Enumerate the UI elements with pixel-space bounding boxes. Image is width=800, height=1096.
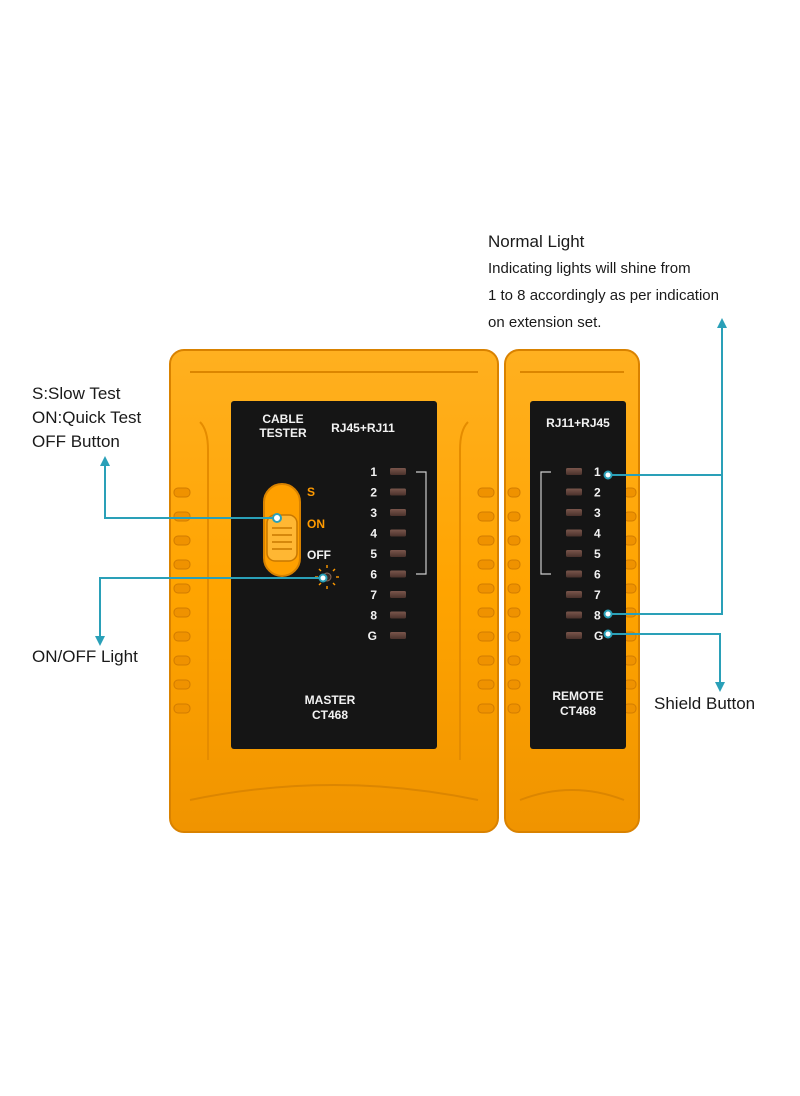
- led-label: 7: [370, 588, 377, 602]
- normal-light-line2: 1 to 8 accordingly as per indication: [488, 287, 719, 304]
- master-led-column: 1 2 3 4 5 6 7 8G: [368, 465, 406, 643]
- switch-label-on: ON: [307, 517, 325, 531]
- normal-light-line1: Indicating lights will shine from: [488, 260, 691, 277]
- led-indicator: [390, 550, 406, 557]
- normal-light-line3: on extension set.: [488, 314, 601, 331]
- led-label: 8: [370, 609, 377, 623]
- callout-dots: [272, 470, 613, 639]
- led-indicator: [390, 529, 406, 537]
- shield-button-annotation: Shield Button: [654, 694, 755, 713]
- led-label: 2: [594, 486, 601, 500]
- arrow-up-icon: [100, 456, 110, 466]
- led-indicator: [390, 509, 406, 516]
- master-grip-right: [477, 487, 495, 714]
- remote-unit: RJ11+RJ45 1 2 3 4 5 6 7 8G REMOTE CT468: [504, 349, 640, 833]
- master-name-line1: MASTER: [305, 693, 356, 707]
- master-ports-label: RJ45+RJ11: [331, 421, 395, 435]
- led-indicator: [390, 488, 406, 496]
- master-grip-left: [173, 487, 191, 714]
- switch-annotation-line1: S:Slow Test: [32, 384, 121, 403]
- master-name-line2: CT468: [312, 708, 348, 722]
- led-label: 2: [370, 486, 377, 500]
- led-indicator: [390, 570, 406, 578]
- master-led-bracket: [416, 471, 427, 575]
- remote-led-bracket: [540, 471, 551, 575]
- led-indicator: [390, 611, 406, 619]
- led-label: 6: [370, 568, 377, 582]
- remote-name-line2: CT468: [560, 704, 596, 718]
- arrow-up-icon: [717, 318, 727, 328]
- switch-annotation-line2: ON:Quick Test: [32, 408, 142, 427]
- led-indicator: [390, 591, 406, 598]
- led-indicator: [390, 632, 406, 639]
- led-label: 8: [594, 609, 601, 623]
- normal-light-title: Normal Light: [488, 232, 585, 251]
- remote-ports-label: RJ11+RJ45: [546, 416, 610, 430]
- led-label: G: [368, 629, 377, 643]
- led-label: 1: [594, 465, 601, 479]
- mode-switch[interactable]: [263, 483, 301, 577]
- led-label: 3: [370, 506, 377, 520]
- led-label: 7: [594, 588, 601, 602]
- led-indicator: [566, 611, 582, 619]
- led-label: 5: [594, 547, 601, 561]
- master-unit: CABLE TESTER RJ45+RJ11 S ON OFF: [169, 349, 499, 833]
- led-label: 6: [594, 568, 601, 582]
- switch-annotation-line3: OFF Button: [32, 432, 120, 451]
- led-indicator: [566, 570, 582, 578]
- switch-label-s: S: [307, 485, 315, 499]
- led-indicator: [566, 591, 582, 598]
- led-label: 4: [370, 527, 377, 541]
- callout-lines: [99, 324, 723, 686]
- led-label: 1: [370, 465, 377, 479]
- remote-grip-left: [507, 487, 521, 714]
- remote-name-line1: REMOTE: [552, 689, 603, 703]
- led-label: 3: [594, 506, 601, 520]
- led-label: 4: [594, 527, 601, 541]
- led-indicator: [566, 468, 582, 475]
- led-indicator: [566, 550, 582, 557]
- led-indicator: [390, 468, 406, 475]
- master-title-line2: TESTER: [259, 426, 307, 440]
- led-label: 5: [370, 547, 377, 561]
- led-label: G: [594, 629, 603, 643]
- led-indicator: [566, 529, 582, 537]
- switch-label-off: OFF: [307, 548, 331, 562]
- arrow-down-icon: [715, 682, 725, 692]
- arrow-down-icon: [95, 636, 105, 646]
- remote-led-column: 1 2 3 4 5 6 7 8G: [566, 465, 603, 643]
- callout-arrows: [95, 318, 727, 692]
- led-indicator: [566, 632, 582, 639]
- onoff-light-annotation: ON/OFF Light: [32, 647, 138, 666]
- master-title-line1: CABLE: [262, 412, 303, 426]
- led-indicator: [566, 488, 582, 496]
- led-indicator: [566, 509, 582, 516]
